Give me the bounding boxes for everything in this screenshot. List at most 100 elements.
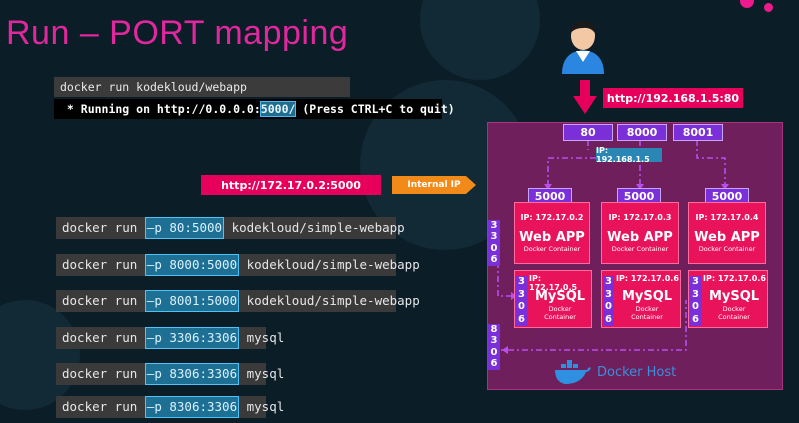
command-suffix: kodekloud/simple-webapp	[239, 257, 420, 272]
container-sub-1: Docker	[548, 305, 572, 313]
port-digit: 3	[605, 276, 612, 288]
container-ip: IP: 172.17.0.6	[703, 274, 766, 283]
host-port-8306: 8 3 0 6	[488, 324, 500, 370]
command-row: docker run –p 3306:3306 mysql	[56, 327, 284, 349]
terminal-output: * Running on http://0.0.0.0:5000/ (Press…	[54, 99, 455, 119]
command-option: –p 8306:3306	[144, 363, 240, 385]
webapp-container: IP: 172.17.0.4 Web APP Docker Container	[688, 202, 766, 264]
port-digit: 0	[490, 242, 498, 254]
container-name: Web APP	[694, 230, 760, 245]
port-digit: 6	[605, 313, 612, 325]
docker-host-label: Docker Host	[597, 365, 677, 380]
down-arrow-icon	[573, 80, 597, 114]
output-suffix: (Press CTRL+C to quit)	[295, 102, 455, 116]
host-ip-badge: IP: 192.168.1.5	[596, 146, 662, 164]
container-sub: Docker Container	[523, 245, 581, 253]
host-url: http://192.168.1.5:80	[603, 88, 743, 108]
command-suffix: mysql	[239, 399, 285, 414]
port-digit: 6	[518, 313, 525, 325]
output-port: 5000/	[259, 101, 297, 117]
host-port-80: 80	[563, 124, 613, 141]
port-digit: 0	[692, 301, 699, 313]
command-row: docker run –p 80:5000 kodekloud/simple-w…	[56, 217, 405, 239]
internal-ip-arrow: Internal IP	[392, 176, 476, 194]
command-suffix: kodekloud/simple-webapp	[224, 220, 405, 235]
command-row: docker run –p 8000:5000 kodekloud/simple…	[56, 254, 420, 276]
container-sub-2: Container	[718, 313, 750, 321]
internal-ip-label: Internal IP	[407, 180, 461, 190]
port-digit: 8	[490, 323, 498, 335]
command-prefix: docker run	[62, 220, 145, 235]
host-port-3306: 3 3 0 6	[488, 220, 500, 266]
port-digit: 3	[518, 276, 525, 288]
container-name: MySQL	[708, 289, 760, 304]
container-sub-1: Docker	[635, 305, 659, 313]
command-prefix: docker run	[62, 399, 145, 414]
output-prefix: * Running on http://0.0.0.0:	[60, 102, 261, 116]
command-option: –p 8306:3306	[144, 396, 240, 418]
command-option: –p 3306:3306	[144, 327, 240, 349]
command-suffix: kodekloud/simple-webapp	[239, 293, 420, 308]
command-option: –p 8001:5000	[144, 290, 240, 312]
port-digit: 3	[490, 335, 498, 347]
container-sub: Docker Container	[611, 245, 669, 253]
container-ip: IP: 172.17.0.6	[616, 274, 679, 283]
container-sub-2: Container	[544, 313, 576, 321]
command-row: docker run –p 8306:3306 mysql	[56, 363, 284, 385]
port-digit: 6	[692, 313, 699, 325]
mysql-port-3306: 3 3 0 6	[690, 276, 701, 326]
command-option: –p 80:5000	[144, 217, 225, 239]
page-title: Run – PORT mapping	[6, 14, 349, 52]
internal-url: http://172.17.0.2:5000	[201, 175, 381, 195]
container-name: MySQL	[621, 289, 673, 304]
host-port-8001: 8001	[673, 124, 723, 141]
command-row: docker run –p 8306:3306 mysql	[56, 396, 284, 418]
container-name: Web APP	[519, 230, 585, 245]
mysql-port-3306: 3 3 0 6	[603, 276, 614, 326]
port-digit: 6	[490, 358, 498, 370]
container-sub-1: Docker	[722, 305, 746, 313]
container-ip: IP: 172.17.0.5	[529, 274, 578, 292]
command-suffix: mysql	[239, 366, 285, 381]
user-icon	[562, 20, 604, 74]
port-digit: 0	[605, 301, 612, 313]
command-option: –p 8000:5000	[144, 254, 240, 276]
port-digit: 3	[692, 276, 699, 288]
terminal-command-text: docker run kodekloud/webapp	[60, 80, 247, 94]
port-digit: 3	[490, 231, 498, 243]
host-port-8000: 8000	[617, 124, 667, 141]
port-digit: 0	[518, 301, 525, 313]
port-digit: 0	[490, 346, 498, 358]
mysql-port-3306: 3 3 0 6	[516, 276, 527, 326]
decor-dot	[764, 3, 773, 12]
port-digit: 3	[605, 288, 612, 300]
port-digit: 3	[490, 219, 498, 231]
container-ip: IP: 172.17.0.4	[695, 213, 759, 222]
command-prefix: docker run	[62, 257, 145, 272]
docker-whale-icon	[555, 360, 591, 384]
container-sub-2: Container	[631, 313, 663, 321]
command-prefix: docker run	[62, 330, 145, 345]
port-digit: 3	[692, 288, 699, 300]
container-ip: IP: 172.17.0.3	[608, 213, 672, 222]
port-digit: 6	[490, 254, 498, 266]
container-port: 5000	[617, 188, 661, 204]
command-row: docker run –p 8001:5000 kodekloud/simple…	[56, 290, 420, 312]
terminal-command: docker run kodekloud/webapp	[54, 77, 350, 97]
container-name: MySQL	[534, 289, 586, 304]
decor-dot	[740, 0, 754, 8]
webapp-container: IP: 172.17.0.3 Web APP Docker Container	[601, 202, 679, 264]
command-suffix: mysql	[239, 330, 285, 345]
port-digit: 3	[518, 288, 525, 300]
command-prefix: docker run	[62, 366, 145, 381]
container-ip: IP: 172.17.0.2	[520, 213, 584, 222]
webapp-container: IP: 172.17.0.2 Web APP Docker Container	[514, 202, 590, 264]
container-sub: Docker Container	[698, 245, 756, 253]
